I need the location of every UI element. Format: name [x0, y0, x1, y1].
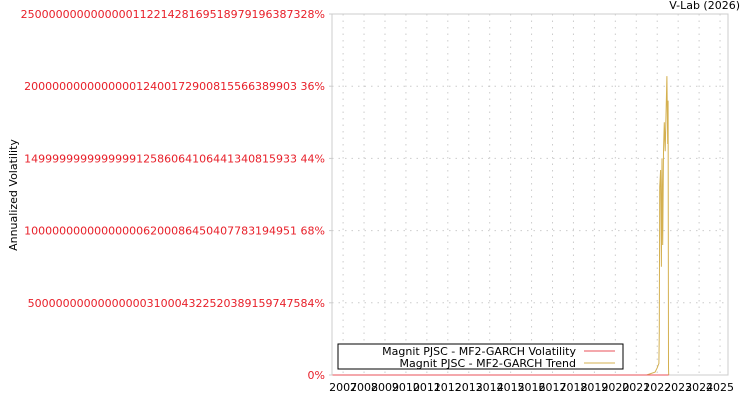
- x-axis-ticks: 2007200820092010201120122013201420152016…: [329, 381, 734, 394]
- legend-label: Magnit PJSC - MF2-GARCH Trend: [400, 357, 576, 370]
- x-tick-label: 2019: [580, 381, 608, 394]
- y-axis-label: Annualized Volatility: [7, 139, 20, 251]
- gridlines: [332, 14, 728, 375]
- x-tick-label: 2022: [643, 381, 671, 394]
- series-line-magnit-pjsc-mf2-garch-trend: [332, 76, 670, 376]
- x-tick-label: 2013: [455, 381, 483, 394]
- x-tick-label: 2014: [476, 381, 504, 394]
- x-tick-label: 2020: [601, 381, 629, 394]
- y-axis-ticks: 0% 50000000000000000310004322520389159747…: [21, 8, 332, 382]
- watermark: V-Lab (2026): [669, 0, 740, 12]
- x-tick-label: 2012: [434, 381, 462, 394]
- x-tick-label: 2016: [518, 381, 546, 394]
- y-tick-label: 100000000000000006200086450407783194951 …: [24, 225, 325, 238]
- y-tick-label: 5000000000000000031000432252038915974758…: [28, 297, 325, 310]
- x-tick-label: 2024: [685, 381, 713, 394]
- y-tick-label: 149999999999999912586064106441340815933 …: [24, 152, 325, 165]
- legend: Magnit PJSC - MF2-GARCH VolatilityMagnit…: [337, 343, 624, 370]
- x-tick-label: 2010: [392, 381, 420, 394]
- x-tick-label: 2025: [706, 381, 734, 394]
- x-tick-label: 2011: [413, 381, 441, 394]
- x-tick-label: 2008: [350, 381, 378, 394]
- x-tick-label: 2009: [371, 381, 399, 394]
- y-tick-label: 0%: [308, 369, 325, 382]
- x-tick-label: 2015: [497, 381, 525, 394]
- x-tick-label: 2021: [622, 381, 650, 394]
- x-tick-label: 2017: [539, 381, 567, 394]
- y-tick-label: 200000000000000012400172900815566389903 …: [24, 80, 325, 93]
- x-tick-label: 2018: [559, 381, 587, 394]
- x-tick-label: 2007: [329, 381, 357, 394]
- series-lines: [332, 76, 670, 376]
- y-tick-label: 2500000000000000112214281695189791963873…: [21, 8, 325, 21]
- legend-box: [337, 343, 624, 370]
- x-tick-label: 2023: [664, 381, 692, 394]
- legend-label: Magnit PJSC - MF2-GARCH Volatility: [382, 345, 576, 358]
